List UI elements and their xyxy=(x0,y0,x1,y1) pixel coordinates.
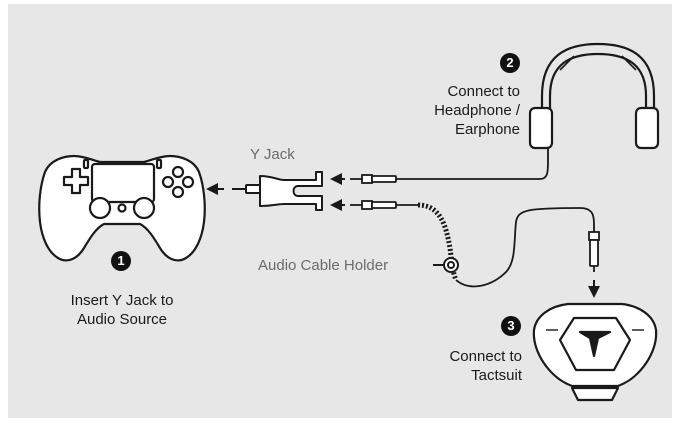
step-1-label: Insert Y Jack to Audio Source xyxy=(62,291,182,329)
step-3-line-1: Connect to xyxy=(449,348,522,365)
step-2-line-2: Headphone / xyxy=(434,102,520,119)
step-2-line-3: Earphone xyxy=(454,121,520,138)
headphones-icon xyxy=(528,42,660,150)
audio-cable-holder-icon xyxy=(433,257,459,273)
game-controller-icon xyxy=(38,154,206,262)
step-3-line-2: Tactsuit xyxy=(471,367,522,384)
step-3-badge: 3 xyxy=(501,316,521,336)
tactsuit-cable-icon xyxy=(350,200,600,288)
y-jack-icon xyxy=(232,171,323,211)
step-1-line-1: Insert Y Jack to xyxy=(70,292,174,309)
step-2-line-1: Connect to xyxy=(447,83,520,100)
y-jack-label: Y Jack xyxy=(250,146,295,163)
step-1-line-2: Audio Source xyxy=(76,311,168,328)
audio-cable-holder-label: Audio Cable Holder xyxy=(258,257,389,274)
step-3-label: Connect to Tactsuit xyxy=(410,347,522,385)
step-2-label: Connect to Headphone / Earphone xyxy=(410,82,520,139)
tactsuit-hub-icon xyxy=(532,302,658,402)
headphone-plug-icon xyxy=(350,140,549,184)
step-2-badge: 2 xyxy=(500,53,520,73)
step-1-badge: 1 xyxy=(111,251,131,271)
